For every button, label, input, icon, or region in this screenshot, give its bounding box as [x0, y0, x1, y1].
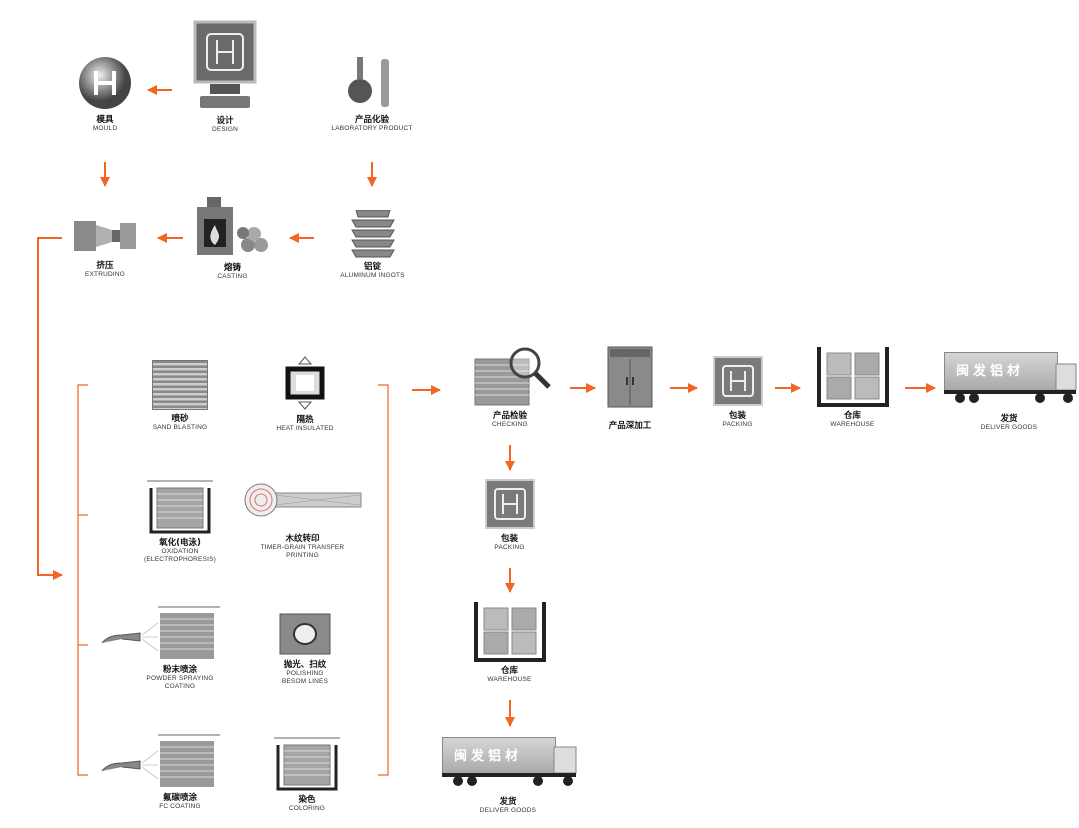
polish-label-en: POLISHING — [286, 670, 323, 678]
powder-label-cn: 粉末喷涂 — [163, 665, 197, 675]
furnace-icon — [193, 195, 273, 259]
step-oxidation: 氧化(电泳) OXIDATION (ELECTROPHORESIS) — [125, 478, 235, 564]
step-packing: 包装 PACKING — [700, 355, 775, 429]
finishing-bracket-left — [78, 385, 88, 775]
roller-transfer-icon — [243, 482, 363, 518]
deliver-2-label-cn: 发货 — [499, 797, 516, 807]
deliver-label-cn: 发货 — [1000, 414, 1017, 424]
deliver-label-en: DELIVER GOODS — [981, 424, 1037, 432]
ingots-label-cn: 铝锭 — [364, 262, 381, 272]
spray-gun-icon-2 — [100, 733, 230, 789]
flask-icon — [347, 55, 397, 111]
step-warehouse: 仓库 WAREHOUSE — [805, 345, 900, 429]
sand-label-en: SAND BLASTING — [153, 424, 208, 432]
wood-label-en2: PRINTING — [286, 552, 319, 560]
ingot-stack-icon — [346, 210, 400, 258]
step-ingots: 铝锭 ALUMINUM INGOTS — [325, 210, 420, 280]
warehouse-label-en: WAREHOUSE — [830, 421, 874, 429]
casting-label-cn: 熔铸 — [224, 263, 241, 273]
cabinet-icon — [606, 345, 654, 409]
powder-label-en: POWDER SPRAYING — [146, 675, 213, 683]
powder-label-en2: COATING — [165, 683, 196, 691]
warehouse-2-label-en: WAREHOUSE — [487, 676, 531, 684]
mould-label-cn: 模具 — [96, 115, 113, 125]
packing-2-label-cn: 包装 — [501, 534, 518, 544]
step-design: 设计 DESIGN — [180, 20, 270, 134]
step-casting: 熔铸 CASTING — [185, 195, 280, 281]
warehouse-2-label-cn: 仓库 — [501, 666, 518, 676]
thermal-break-icon — [280, 355, 330, 411]
deliver-2-label-en: DELIVER GOODS — [480, 807, 536, 815]
deep-label-cn: 产品深加工 — [609, 421, 652, 431]
dip-tank-icon — [145, 478, 215, 534]
warehouse-label-cn: 仓库 — [844, 411, 861, 421]
fc-label-en: FC COATING — [159, 803, 201, 811]
step-checking: 产品检验 CHECKING — [460, 345, 560, 429]
box-icon-2 — [484, 478, 536, 530]
checking-label-en: CHECKING — [492, 421, 528, 429]
heat-label-en: HEAT INSULATED — [276, 425, 333, 433]
coloring-label-en: COLORING — [289, 805, 325, 813]
step-deep-processing: 产品深加工 — [590, 345, 670, 431]
wood-label-cn: 木纹转印 — [285, 534, 319, 544]
polish-label-cn: 抛光、扫纹 — [284, 660, 327, 670]
casting-label-en: CASTING — [217, 273, 247, 281]
monitor-icon — [190, 20, 260, 112]
step-sand-blasting: 喷砂 SAND BLASTING — [135, 360, 225, 432]
oxidation-label-en2: (ELECTROPHORESIS) — [144, 556, 216, 564]
heat-label-cn: 隔热 — [296, 415, 313, 425]
step-deliver-2: 闽发铝材 发货 DELIVER GOODS — [438, 735, 578, 815]
extruding-label-en: EXTRUDING — [85, 271, 125, 279]
polish-plate-icon — [278, 612, 332, 656]
lab-label-cn: 产品化验 — [355, 115, 389, 125]
extruding-label-cn: 挤压 — [96, 261, 113, 271]
step-mould: 模具 MOULD — [65, 55, 145, 133]
step-lab: 产品化验 LABORATORY PRODUCT — [322, 55, 422, 133]
sphere-icon — [77, 55, 133, 111]
step-polishing: 抛光、扫纹 POLISHING BESOM LINES — [255, 612, 355, 686]
design-label-en: DESIGN — [212, 126, 238, 134]
step-warehouse-2: 仓库 WAREHOUSE — [462, 600, 557, 684]
packing-label-cn: 包装 — [729, 411, 746, 421]
ingots-label-en: ALUMINUM INGOTS — [340, 272, 404, 280]
step-extruding: 挤压 EXTRUDING — [65, 215, 145, 279]
lab-label-en: LABORATORY PRODUCT — [331, 125, 412, 133]
polish-label-en2: BESOM LINES — [282, 678, 328, 686]
step-fc-coating: 氟碳喷涂 FC COATING — [90, 733, 240, 811]
warehouse-icon-2 — [472, 600, 548, 662]
finishing-bracket-right — [378, 385, 388, 775]
design-label-cn: 设计 — [216, 116, 233, 126]
step-powder-spraying: 粉末喷涂 POWDER SPRAYING COATING — [90, 605, 240, 691]
warehouse-icon — [815, 345, 891, 407]
fc-label-cn: 氟碳喷涂 — [163, 793, 197, 803]
coloring-label-cn: 染色 — [298, 795, 315, 805]
dye-tank-icon — [272, 735, 342, 791]
oxidation-label-cn: 氧化(电泳) — [159, 538, 201, 548]
spray-gun-icon — [100, 605, 230, 661]
step-deliver: 闽发铝材 发货 DELIVER GOODS — [940, 350, 1078, 432]
box-icon — [712, 355, 764, 407]
sand-label-cn: 喷砂 — [171, 414, 188, 424]
mould-label-en: MOULD — [93, 125, 117, 133]
step-packing-2: 包装 PACKING — [472, 478, 547, 552]
magnifier-icon — [465, 345, 555, 407]
checking-label-cn: 产品检验 — [493, 411, 527, 421]
step-coloring: 染色 COLORING — [262, 735, 352, 813]
extruder-icon — [70, 215, 140, 257]
arrow-extruding-to-finishing — [38, 238, 62, 575]
wood-label-en: TIMER-GRAIN TRANSFER — [261, 544, 345, 552]
oxidation-label-en: OXIDATION — [161, 548, 198, 556]
packing-label-en: PACKING — [722, 421, 752, 429]
step-wood-grain: 木纹转印 TIMER-GRAIN TRANSFER PRINTING — [240, 482, 365, 560]
step-heat-insulated: 隔热 HEAT INSULATED — [255, 355, 355, 433]
truck-icon: 闽发铝材 — [940, 350, 1078, 410]
truck-icon-2: 闽发铝材 — [438, 735, 578, 793]
profile-stack-icon — [152, 360, 208, 410]
packing-2-label-en: PACKING — [494, 544, 524, 552]
